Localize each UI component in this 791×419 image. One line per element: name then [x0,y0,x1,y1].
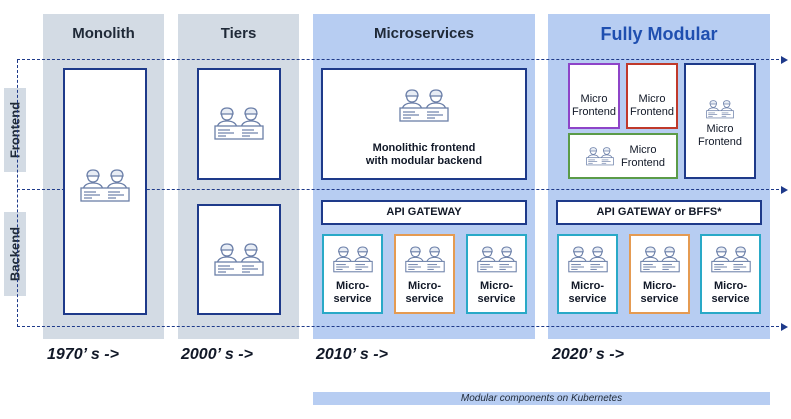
era-label-2000s: 2000’ s -> [181,346,253,363]
column-title-tiers: Tiers [220,25,257,42]
monolith-box [63,68,147,315]
microservice-label: Micro- service [477,280,516,305]
lane-label-backend: Backend [4,212,26,296]
era-label-2020s: 2020’ s -> [552,346,624,363]
developers-icon [640,245,680,273]
era-label-2010s: 2010’ s -> [316,346,388,363]
column-title-fully-modular: Fully Modular [600,24,718,44]
developers-icon [568,245,608,273]
arrow-right-icon [781,186,788,194]
column-title-monolith: Monolith [72,25,135,42]
tier-backend-box [197,204,281,315]
developers-icon [80,168,130,202]
monolithic-frontend-box: Monolithic frontend with modular backend [321,68,527,180]
lane-backend-text: Backend [7,226,23,282]
microservice-box: Micro- service [629,234,690,314]
micro-frontend-label: Micro Frontend [620,144,666,169]
microservice-box: Micro- service [394,234,455,314]
monolithic-frontend-label: Monolithic frontend with modular backend [365,142,483,167]
developers-icon [333,245,373,273]
lane-divider-middle [17,189,784,190]
lane-label-frontend: Frontend [4,88,26,172]
era-label-1970s: 1970’ s -> [47,346,119,363]
micro-frontend-box: Micro Frontend [684,63,756,179]
developers-icon [405,245,445,273]
microservice-box: Micro- service [557,234,618,314]
developers-icon [214,242,264,276]
lane-divider-top [17,59,784,60]
arrow-right-icon [781,56,788,64]
microservice-label: Micro- service [333,280,372,305]
microservice-label: Micro- service [711,280,750,305]
micro-frontend-label: Micro Frontend [571,93,617,118]
lane-left-dashed-line [17,60,18,327]
microservice-box: Micro- service [322,234,383,314]
micro-frontend-box: Micro Frontend [626,63,678,129]
api-gateway-bffs-box: API GATEWAY or BFFS* [556,200,762,225]
microservice-box: Micro- service [700,234,761,314]
developers-icon [214,106,264,140]
developers-icon [711,245,751,273]
developers-icon [706,99,734,119]
microservice-box: Micro- service [466,234,527,314]
lane-frontend-text: Frontend [7,101,23,159]
microservice-label: Micro- service [568,280,607,305]
micro-frontend-label: Micro Frontend [629,93,675,118]
micro-frontend-box: Micro Frontend [568,133,678,179]
kubernetes-footnote: Modular components on Kubernetes [313,392,770,405]
developers-icon [477,245,517,273]
api-gateway-box: API GATEWAY [321,200,527,225]
arrow-right-icon [781,323,788,331]
column-title-microservices: Microservices [373,25,475,42]
microservice-label: Micro- service [405,280,444,305]
developers-icon [399,88,449,122]
microservice-label: Micro- service [640,280,679,305]
lane-divider-bottom [17,326,784,327]
micro-frontend-label: Micro Frontend [697,123,743,148]
micro-frontend-box: Micro Frontend [568,63,620,129]
tier-frontend-box [197,68,281,180]
